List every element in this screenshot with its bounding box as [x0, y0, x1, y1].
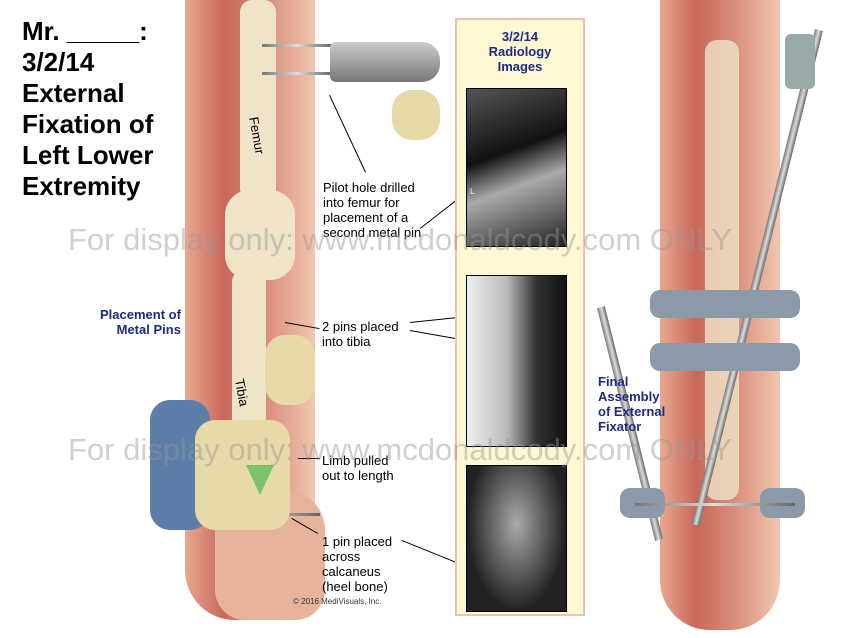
leader-line	[329, 95, 366, 173]
glove-hand-drill	[392, 90, 440, 140]
femur-pin	[262, 44, 332, 47]
glove-hand-upper	[265, 335, 315, 405]
knee-bones	[225, 190, 295, 280]
arrow-down-icon	[246, 465, 274, 495]
fixator-clamp	[650, 343, 800, 371]
drill	[330, 42, 440, 82]
femur-pin-2	[262, 72, 332, 75]
xray-tibia	[466, 275, 567, 447]
copyright: © 2016 MediVisuals, Inc.	[293, 597, 382, 606]
fixator-clamp	[785, 34, 815, 89]
watermark: For display only: www.mcdonaldcody.com O…	[68, 222, 732, 257]
fixator-clamp	[650, 290, 800, 318]
xray-ankle	[466, 465, 567, 612]
calcaneus-pin-right	[635, 503, 795, 506]
leader-line	[298, 458, 320, 459]
femur-bone	[240, 0, 276, 200]
watermark: For display only: www.mcdonaldcody.com O…	[68, 432, 732, 467]
xray-femur: L	[466, 88, 567, 247]
glove-hand-lower	[195, 420, 290, 530]
